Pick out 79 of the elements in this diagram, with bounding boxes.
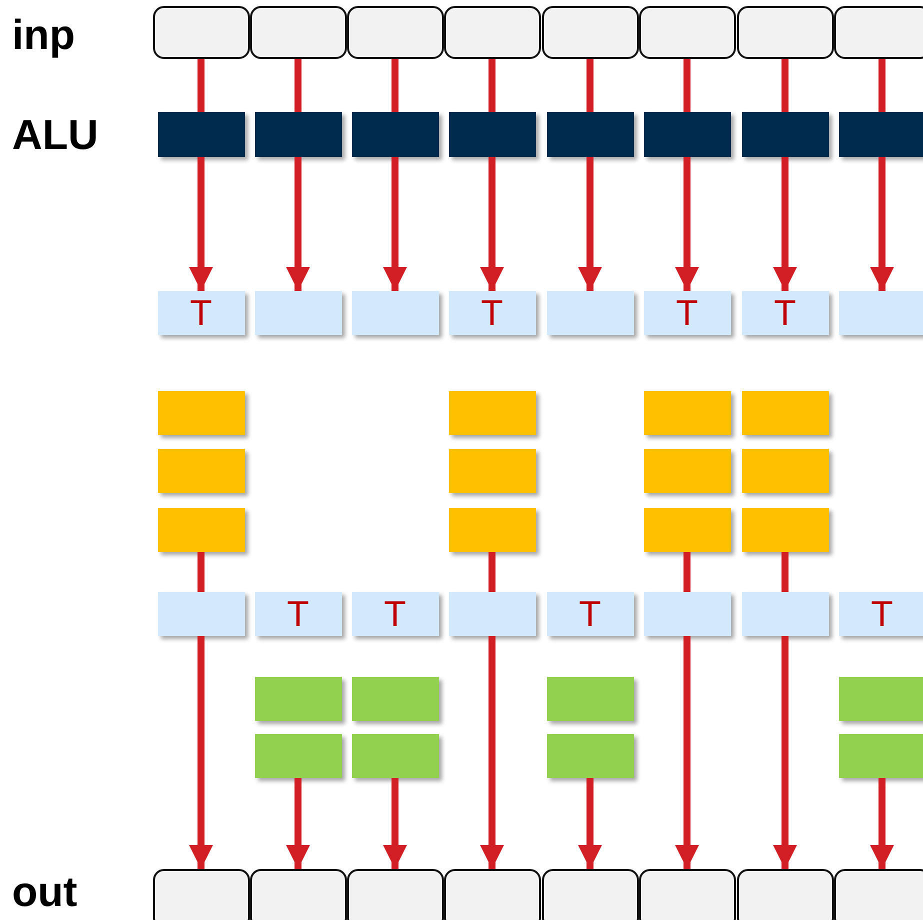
branch-block [644,508,730,552]
output-register-box [638,869,736,920]
alu-block [742,112,828,157]
mask-box: T [838,592,923,636]
branch-block [742,449,828,493]
mask-box [158,592,244,636]
input-register-box [542,6,638,59]
arrow [870,778,894,869]
mask-box [838,291,923,335]
arrow [286,778,310,869]
output-register-box [152,869,250,920]
branch-block [158,391,244,435]
row-label: ALU [12,114,98,156]
mask-box: T [644,291,730,335]
alu-block [352,112,438,157]
branch-block [448,508,536,552]
input-register-box [736,6,834,59]
branch-block [546,677,634,721]
input-register-box [834,6,923,59]
alu-block [838,112,923,157]
alu-block [448,112,536,157]
input-register-box [250,6,346,59]
arrow [578,157,602,291]
mask-box: T [158,291,244,335]
input-register-box [444,6,540,59]
branch-block [254,734,342,778]
arrow [383,157,407,291]
branch-block [742,391,828,435]
arrow [189,636,213,869]
mask-box: T [254,592,342,636]
branch-block [448,449,536,493]
arrow [675,157,699,291]
row-label: out [12,871,78,913]
branch-block [448,391,536,435]
output-register-box [346,869,444,920]
output-register-box [542,869,638,920]
branch-block [742,508,828,552]
input-register-box [638,6,736,59]
arrow [480,157,504,291]
mask-box [742,592,828,636]
arrow [286,157,310,291]
mask-box [254,291,342,335]
branch-block [352,677,438,721]
branch-block [644,449,730,493]
output-register-box [736,869,834,920]
mask-box [448,592,536,636]
arrow [578,778,602,869]
row-label: inp [12,14,75,56]
alu-block [644,112,730,157]
alu-block [158,112,244,157]
branch-block [158,508,244,552]
arrow [189,157,213,291]
input-register-box [346,6,444,59]
alu-block [546,112,634,157]
branch-block [644,391,730,435]
arrow [773,636,797,869]
arrow [773,157,797,291]
branch-block [352,734,438,778]
branch-block [158,449,244,493]
arrow [675,636,699,869]
mask-box: T [546,592,634,636]
arrow [480,636,504,869]
branch-block [254,677,342,721]
mask-box: T [742,291,828,335]
output-register-box [834,869,923,920]
output-register-box [444,869,540,920]
output-register-box [250,869,346,920]
arrow [383,778,407,869]
alu-block [254,112,342,157]
branch-block [838,677,923,721]
mask-box: T [448,291,536,335]
mask-box [352,291,438,335]
mask-box: T [352,592,438,636]
branch-block [838,734,923,778]
input-register-box [152,6,250,59]
arrow [870,157,894,291]
mask-box [546,291,634,335]
mask-box [644,592,730,636]
branch-block [546,734,634,778]
